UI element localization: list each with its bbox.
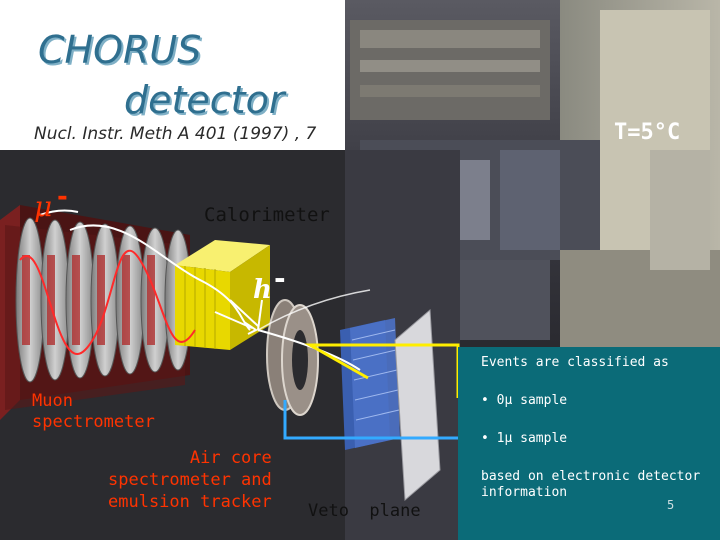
hadron-charge: - <box>274 262 286 295</box>
events-item-1mu: • 1μ sample <box>481 431 568 446</box>
muon-track <box>69 224 251 331</box>
veto-plane-label: Veto plane <box>308 501 421 521</box>
pointer-line-blue <box>283 400 458 440</box>
interaction-arrows <box>214 299 263 335</box>
title-line-2: detector <box>124 78 285 122</box>
title-line-1: CHORUS <box>38 28 202 72</box>
page-number: 5 <box>667 498 675 512</box>
events-heading: Events are classified as <box>481 355 669 370</box>
temperature-label: T=5°C <box>614 120 681 145</box>
hadron-symbol: h <box>253 275 272 305</box>
reference-text: Nucl. Instr. Meth A 401 (1997) , 7 <box>34 124 317 144</box>
emulsion-tracker-drawing <box>340 318 400 450</box>
veto-plane-drawing <box>394 308 441 502</box>
air-core-spectrometer-drawing <box>266 299 319 416</box>
events-panel: Events are classified as • 0μ sample • 1… <box>458 347 720 540</box>
events-item-0mu: • 0μ sample <box>481 393 568 408</box>
muon-charge: - <box>57 182 68 212</box>
calorimeter-label: Calorimeter <box>204 204 330 226</box>
air-core-label: Air core spectrometer and emulsion track… <box>108 448 272 512</box>
muon-symbol: μ <box>34 190 53 223</box>
events-note: based on electronic detector information <box>481 469 701 500</box>
red-wave-track <box>19 249 196 355</box>
muon-spectrometer-label: Muon spectrometer <box>32 391 155 432</box>
